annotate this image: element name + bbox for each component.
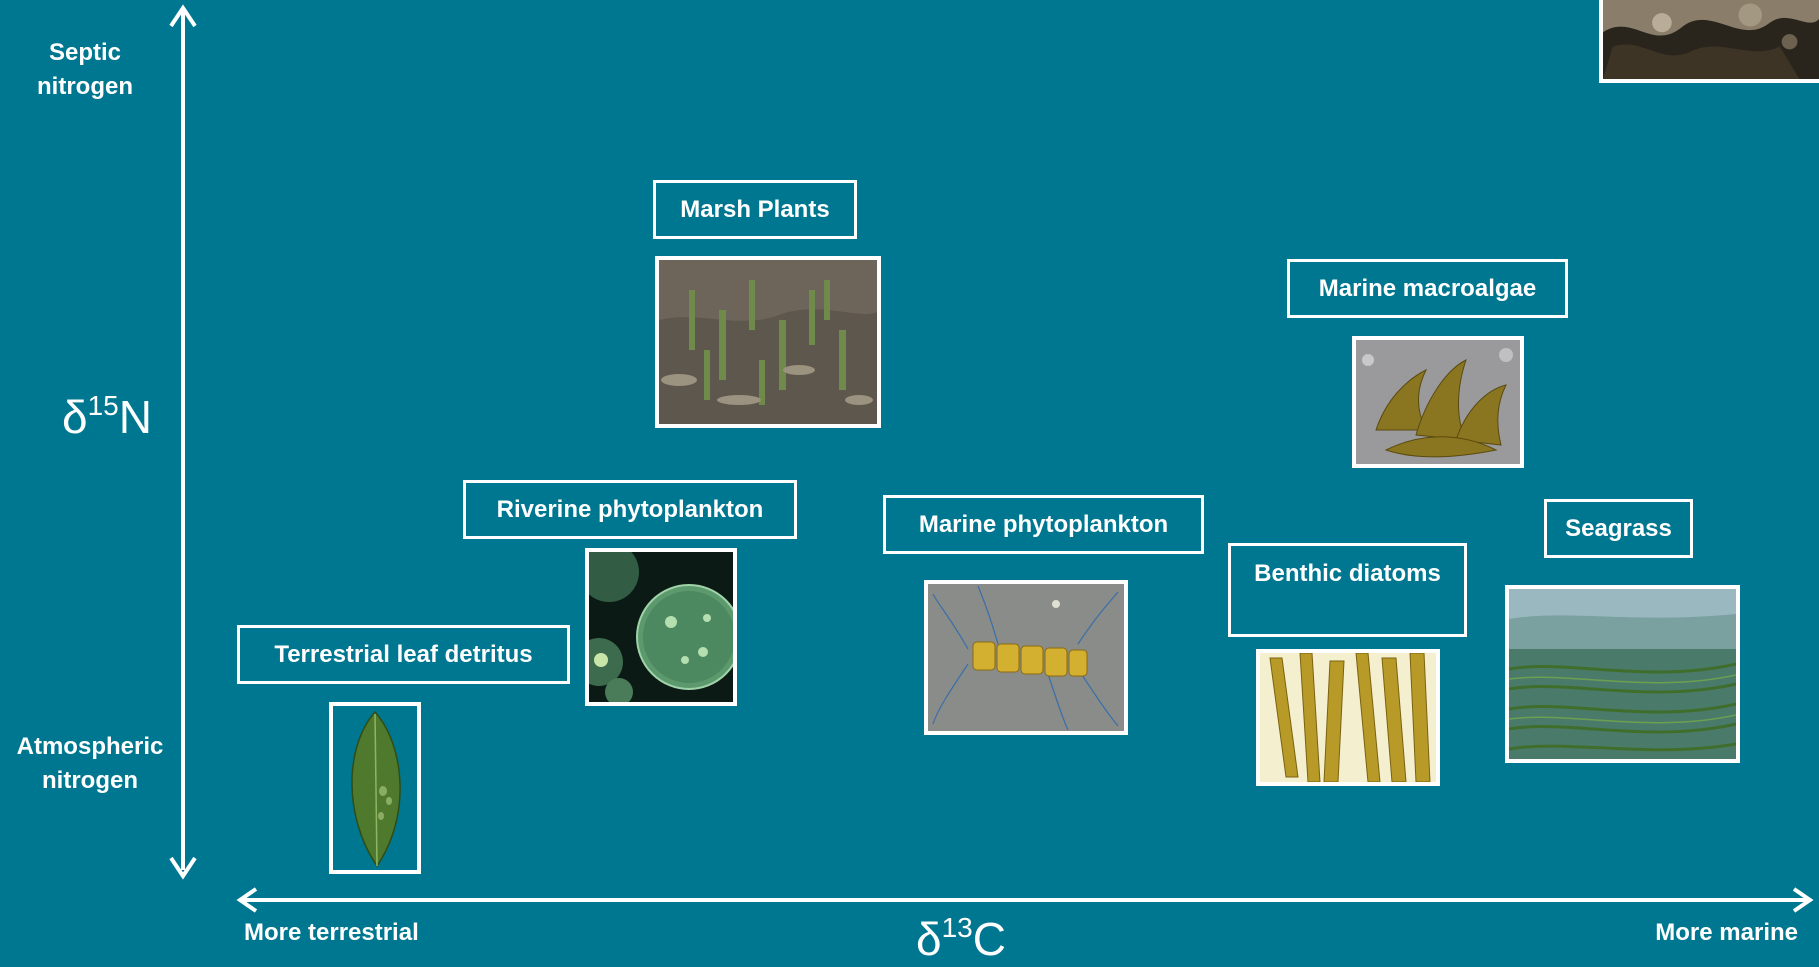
y-title-base: δ xyxy=(62,391,88,443)
marine-macroalgae-photo xyxy=(1352,336,1524,468)
riverine-phytoplankton-label: Riverine phytoplankton xyxy=(463,480,797,539)
marsh-plants-photo xyxy=(655,256,881,428)
benthic-diatoms-label: Benthic diatoms xyxy=(1228,543,1467,637)
x-axis-title: δ13C xyxy=(916,914,1006,964)
seagrass-label: Seagrass xyxy=(1544,499,1693,558)
x-title-sub: C xyxy=(973,913,1006,965)
x-title-base: δ xyxy=(916,913,942,965)
marine-phytoplankton-label: Marine phytoplankton xyxy=(883,495,1204,554)
y-top-label-line2: nitrogen xyxy=(20,70,150,104)
y-axis-title: δ15N xyxy=(62,392,152,442)
x-axis-left-label: More terrestrial xyxy=(244,916,419,950)
x-title-sup: 13 xyxy=(942,912,973,943)
green-leaf-photo xyxy=(329,702,421,874)
riverine-phytoplankton-photo xyxy=(585,548,737,706)
y-title-sup: 15 xyxy=(88,390,119,421)
y-bottom-label-line2: nitrogen xyxy=(0,764,180,798)
corner-photo xyxy=(1599,0,1819,83)
x-axis-right-label: More marine xyxy=(1636,916,1798,950)
seagrass-photo xyxy=(1505,585,1740,763)
y-bottom-label-line1: Atmospheric xyxy=(0,730,180,764)
benthic-diatoms-photo xyxy=(1256,649,1440,786)
marine-macroalgae-label: Marine macroalgae xyxy=(1287,259,1568,318)
y-top-label-line1: Septic xyxy=(20,36,150,70)
y-axis-bottom-label: Atmospheric nitrogen xyxy=(0,730,180,798)
terrestrial-leaf-detritus-label: Terrestrial leaf detritus xyxy=(237,625,570,684)
y-title-sub: N xyxy=(119,391,152,443)
marsh-plants-label: Marsh Plants xyxy=(653,180,857,239)
y-axis-top-label: Septic nitrogen xyxy=(20,36,150,104)
marine-phytoplankton-photo xyxy=(924,580,1128,735)
